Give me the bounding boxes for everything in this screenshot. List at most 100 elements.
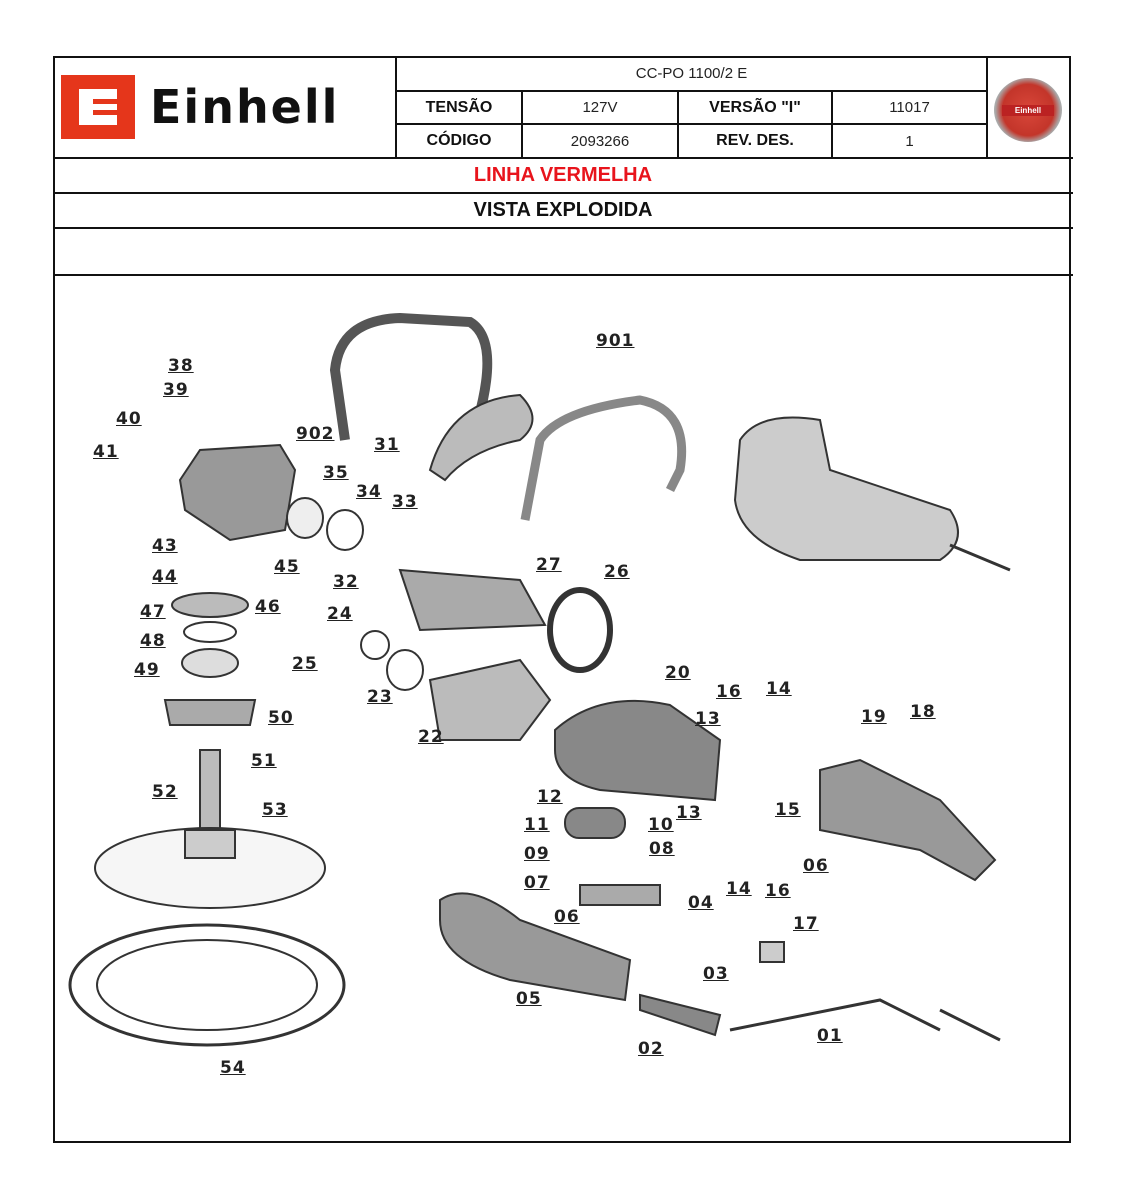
part-label: 33 [392,492,418,512]
part-label: 45 [274,557,300,577]
versao-value: 11017 [889,99,930,116]
divider [396,90,987,92]
part-label: 16 [765,881,791,901]
part-handle-side [520,395,687,521]
divider [831,90,833,158]
section-title: VISTA EXPLODIDA [473,198,653,221]
part-27-armature [398,568,547,632]
assembled-tool [733,416,959,561]
part-54-polishing-bonnet [68,923,346,1047]
part-gear-housing [178,443,297,542]
part-label: 23 [367,687,393,707]
part-label: 54 [220,1058,246,1078]
part-label: 01 [817,1026,843,1046]
part-label: 47 [140,602,166,622]
part-47-ring [183,621,237,643]
part-label: 02 [638,1039,664,1059]
part-label: 18 [910,702,936,722]
part-46-flange [171,592,249,618]
part-34-washer [326,509,364,551]
part-05-handle-half [439,892,632,1002]
divider [53,157,1073,159]
part-01-cord [729,998,1001,1042]
part-label: 13 [676,803,702,823]
divider [396,123,987,125]
part-label: 09 [524,844,550,864]
einhell-seal: Einhell [994,78,1062,142]
document-frame [53,56,1071,1143]
part-24-bearing [360,630,390,660]
part-label: 34 [356,482,382,502]
part-label: 22 [418,727,444,747]
part-label: 04 [688,893,714,913]
logo-e-mark [61,75,135,139]
part-35-bearing [286,497,324,539]
model-name: CC-PO 1100/2 E [635,65,748,82]
part-53-backing-pad [94,827,326,909]
part-label: 15 [775,800,801,820]
part-52-spindle [199,749,221,831]
part-20-motor-housing [554,699,722,802]
part-12-switch [564,807,626,839]
divider [53,227,1073,229]
part-label: 31 [374,435,400,455]
part-17-block [759,941,785,963]
divider [53,274,1073,276]
part-label: 17 [793,914,819,934]
part-label: 08 [649,839,675,859]
part-23-bearing [386,649,424,691]
divider [53,192,1073,194]
part-label: 39 [163,380,189,400]
part-22-stator [428,658,552,741]
part-48-bearing [181,648,239,678]
codigo-value: 2093266 [570,132,630,150]
tensao-value: 127V [582,99,618,116]
part-label: 20 [665,663,691,683]
part-label: 38 [168,356,194,376]
part-label: 25 [292,654,318,674]
part-label: 03 [703,964,729,984]
part-02-sleeve [639,993,722,1037]
part-label: 12 [537,787,563,807]
part-49-gear-cover [163,699,257,726]
part-label: 901 [596,331,635,351]
part-label: 05 [516,989,542,1009]
versao-label: VERSÃO "I" [709,98,801,116]
part-label: 41 [93,442,119,462]
rev-value: 1 [905,132,914,150]
part-handle-top [329,312,493,447]
part-label: 16 [716,682,742,702]
part-07-pcb [579,884,661,906]
part-label: 11 [524,815,550,835]
part-label: 35 [323,463,349,483]
divider [677,90,679,158]
part-label: 32 [333,572,359,592]
part-label: 13 [695,709,721,729]
part-label: 51 [251,751,277,771]
part-handle-clamp [428,393,534,482]
part-53-hub [184,829,236,859]
part-label: 26 [604,562,630,582]
part-19-rear-housing [819,758,997,882]
part-label: 44 [152,567,178,587]
part-label: 27 [536,555,562,575]
part-label: 06 [803,856,829,876]
part-label: 48 [140,631,166,651]
part-label: 43 [152,536,178,556]
line-title: LINHA VERMELHA [473,163,653,186]
part-label: 50 [268,708,294,728]
assembled-tool-cord [949,543,1011,572]
part-label: 06 [554,907,580,927]
part-label: 902 [296,424,335,444]
part-label: 07 [524,873,550,893]
part-label: 19 [861,707,887,727]
part-54-inner-rim [96,939,318,1031]
part-label: 53 [262,800,288,820]
part-label: 14 [766,679,792,699]
codigo-label: CÓDIGO [426,132,492,149]
logo-wordmark: Einhell [150,80,340,134]
part-26-fan-ring [547,587,613,673]
divider [986,56,988,158]
part-label: 14 [726,879,752,899]
